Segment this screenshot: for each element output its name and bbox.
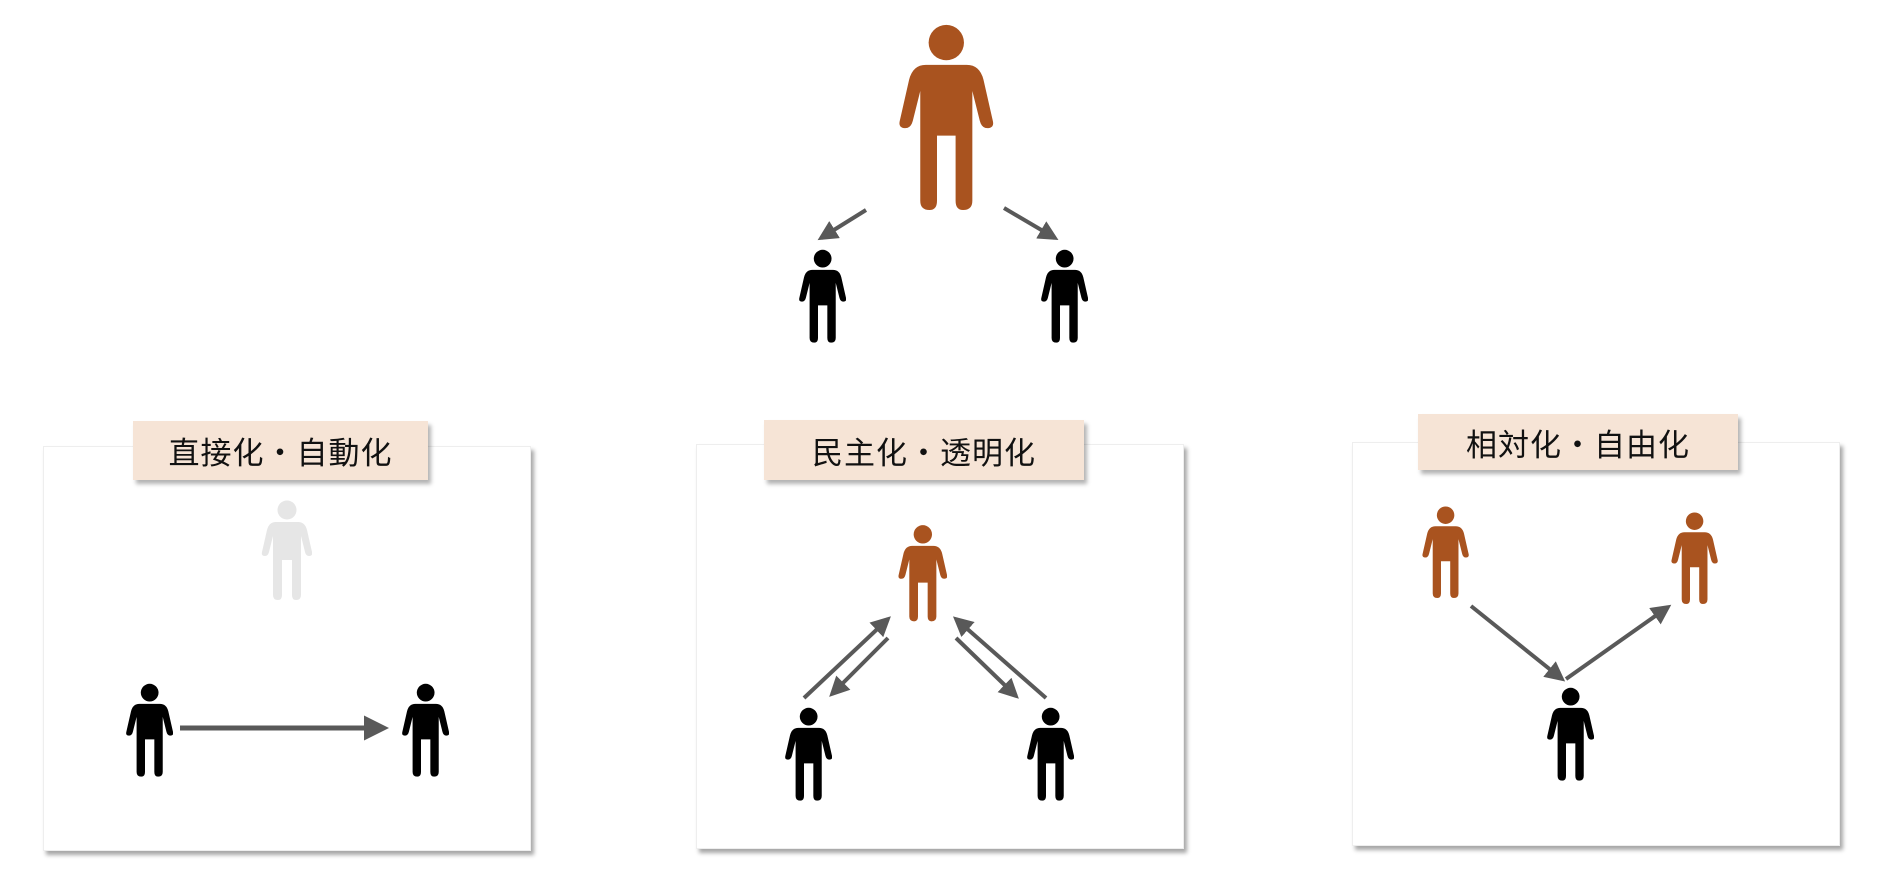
leader-person-icon (1422, 506, 1469, 598)
person-icon (1027, 707, 1074, 801)
panel-label-direct-automation: 直接化・自動化 (133, 421, 428, 480)
top-hierarchy (799, 24, 1088, 343)
democratization-figure (785, 525, 1074, 801)
arrow-icon (1469, 604, 1566, 682)
panel-label-democratization-transparency: 民主化・透明化 (764, 420, 1084, 480)
direct-automation-figure (126, 500, 449, 777)
panel-democratization-transparency (696, 444, 1184, 849)
arrow-icon (802, 616, 891, 700)
person-icon (1547, 687, 1594, 781)
panel-label-relativization-liberalization: 相対化・自由化 (1418, 414, 1738, 470)
leader-person-icon (899, 24, 994, 210)
arrow-icon (952, 616, 1048, 700)
relativization-figure (1422, 506, 1718, 781)
person-icon (785, 707, 832, 801)
leader-person-icon (898, 525, 947, 622)
arrow-icon (1564, 604, 1672, 681)
arrow-icon (954, 636, 1019, 699)
person-icon (799, 249, 846, 343)
arrow-icon (829, 636, 890, 697)
arrow-icon (817, 208, 868, 241)
faded-leader-person-icon (261, 500, 312, 600)
person-icon (1041, 249, 1088, 343)
person-icon (126, 683, 173, 777)
panel-relativization-liberalization (1352, 442, 1840, 846)
arrow-icon (1002, 206, 1059, 241)
person-icon (402, 683, 449, 777)
leader-person-icon (1671, 512, 1718, 604)
